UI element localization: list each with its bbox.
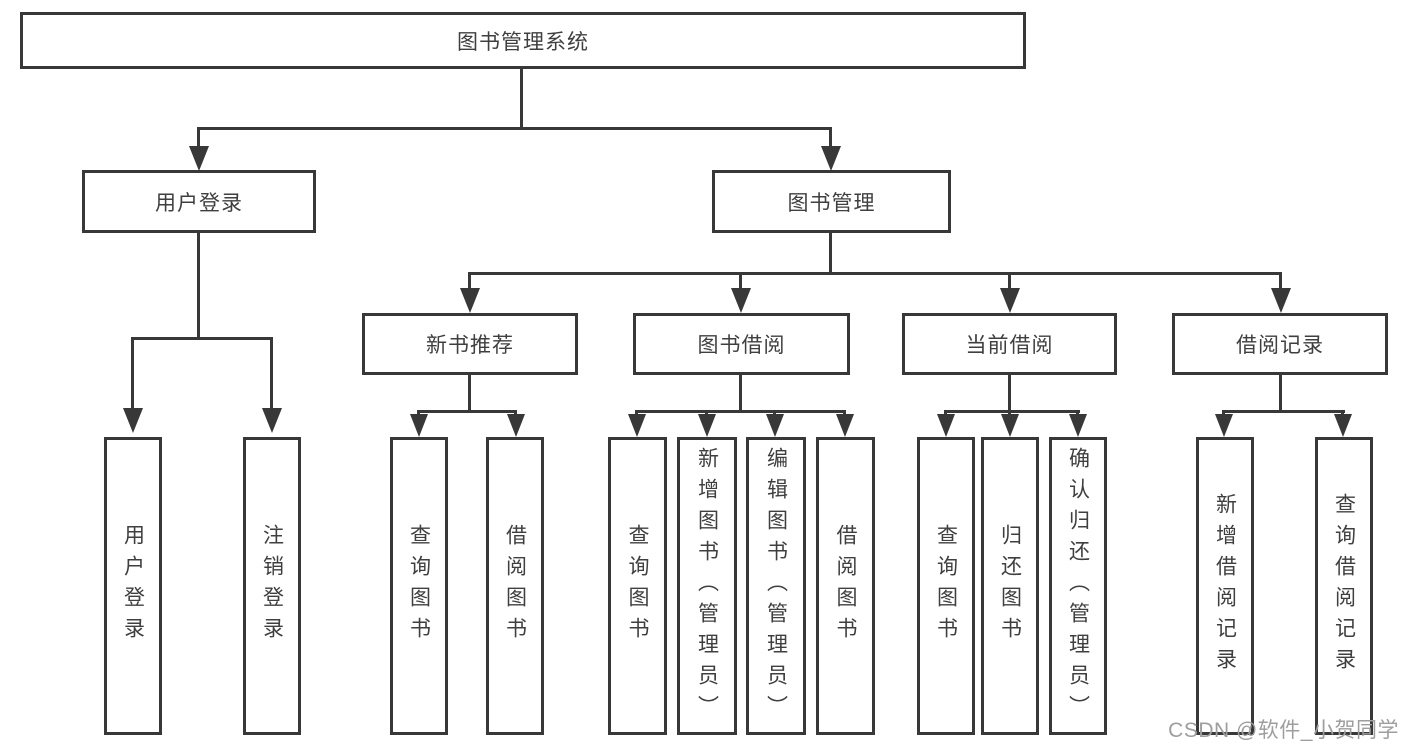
arrow-down-icon xyxy=(821,146,841,171)
connector-leaf-drop xyxy=(1222,410,1225,416)
connector-user-login-stem xyxy=(197,233,200,337)
leaf-label: 编辑图书（管理员） xyxy=(764,446,788,726)
leaf-borrow-books-recommend: 借阅图书 xyxy=(486,437,544,735)
connector-leaf-drop xyxy=(1008,410,1011,416)
arrow-down-icon xyxy=(123,408,143,433)
node-new-book-recommend: 新书推荐 xyxy=(362,313,578,375)
node-label: 当前借阅 xyxy=(965,334,1054,357)
connector-leaf-drop xyxy=(944,410,947,416)
node-book-management: 图书管理 xyxy=(712,170,951,233)
connector-level3-drop xyxy=(739,272,742,289)
connector-new-book-rail xyxy=(417,410,517,413)
connector-new-book-stem xyxy=(468,375,471,410)
leaf-add-borrow-record: 新增借阅记录 xyxy=(1196,437,1254,735)
leaf-logout: 注销登录 xyxy=(243,437,301,735)
leaf-query-books-recommend: 查询图书 xyxy=(390,437,448,735)
arrow-down-icon xyxy=(460,288,480,313)
connector-leaf-drop xyxy=(514,410,517,416)
node-library-management-system: 图书管理系统 xyxy=(20,12,1026,69)
connector-current-borrow-stem xyxy=(1008,375,1011,410)
arrow-down-icon xyxy=(1215,414,1233,437)
connector-leaf-drop xyxy=(1076,410,1079,416)
connector-leaf-drop xyxy=(843,410,846,416)
arrow-down-icon xyxy=(189,146,209,171)
leaf-query-borrow-record: 查询借阅记录 xyxy=(1315,437,1373,735)
arrow-down-icon xyxy=(731,288,751,313)
connector-leaf-drop xyxy=(131,337,134,409)
leaf-user-login: 用户登录 xyxy=(104,437,162,735)
arrow-down-icon xyxy=(1334,414,1352,437)
connector-leaf-drop xyxy=(417,410,420,416)
leaf-label: 借阅图书 xyxy=(834,524,857,648)
leaf-edit-books-admin: 编辑图书（管理员） xyxy=(746,437,806,735)
leaf-label: 查询图书 xyxy=(626,524,649,648)
arrow-down-icon xyxy=(507,414,525,437)
arrow-down-icon xyxy=(698,414,716,437)
leaf-add-books-admin: 新增图书（管理员） xyxy=(677,437,737,735)
connector-leaf-drop xyxy=(270,337,273,409)
leaf-query-books-current: 查询图书 xyxy=(917,437,975,735)
leaf-query-books-borrow: 查询图书 xyxy=(608,437,667,735)
node-current-borrow: 当前借阅 xyxy=(902,313,1117,375)
node-label: 图书借阅 xyxy=(697,334,786,357)
leaf-label: 查询图书 xyxy=(934,524,958,648)
arrow-down-icon xyxy=(1001,414,1019,437)
connector-book-mgmt-stem xyxy=(829,233,832,272)
arrow-down-icon xyxy=(1271,288,1291,313)
connector-level3-drop xyxy=(468,272,471,289)
leaf-borrow-books: 借阅图书 xyxy=(816,437,875,735)
connector-leaf-drop xyxy=(705,410,708,416)
connector-user-login-rail xyxy=(131,337,273,340)
connector-book-mgmt-rail xyxy=(469,272,1282,275)
leaf-label: 用户登录 xyxy=(121,524,145,648)
leaf-label: 查询借阅记录 xyxy=(1332,493,1356,679)
leaf-label: 查询图书 xyxy=(407,524,431,648)
node-label: 图书管理 xyxy=(787,191,876,215)
leaf-label: 归还图书 xyxy=(998,524,1022,648)
arrow-down-icon xyxy=(937,414,955,437)
leaf-label: 借阅图书 xyxy=(503,524,527,648)
connector-level3-drop xyxy=(1279,272,1282,289)
arrow-down-icon xyxy=(1069,414,1087,437)
arrow-down-icon xyxy=(262,408,282,433)
connector-leaf-drop xyxy=(773,410,776,416)
connector-leaf-drop xyxy=(1341,410,1344,416)
connector-borrow-records-rail xyxy=(1222,410,1345,413)
csdn-watermark: CSDN @软件_小贺同学 xyxy=(1168,719,1399,742)
node-user-login: 用户登录 xyxy=(82,170,316,233)
leaf-label: 确认归还（管理员） xyxy=(1066,446,1090,726)
node-label: 借阅记录 xyxy=(1236,334,1324,357)
node-label: 图书管理系统 xyxy=(457,30,589,54)
connector-level3-drop xyxy=(1008,272,1011,289)
connector-current-borrow-rail xyxy=(944,410,1080,413)
node-label: 用户登录 xyxy=(155,191,243,215)
arrow-down-icon xyxy=(766,414,784,437)
node-label: 新书推荐 xyxy=(426,334,514,357)
arrow-down-icon xyxy=(628,414,646,437)
leaf-label: 注销登录 xyxy=(260,524,284,648)
node-borrow-records: 借阅记录 xyxy=(1172,313,1388,375)
connector-user-login-drop xyxy=(197,127,200,147)
connector-book-borrow-rail xyxy=(635,410,846,413)
connector-borrow-records-stem xyxy=(1279,375,1282,410)
connector-book-borrow-stem xyxy=(739,375,742,410)
connector-root-stem xyxy=(520,69,523,127)
arrow-down-icon xyxy=(410,414,428,437)
arrow-down-icon xyxy=(836,414,854,437)
connector-leaf-drop xyxy=(635,410,638,416)
leaf-label: 新增借阅记录 xyxy=(1213,493,1237,679)
connector-book-mgmt-drop xyxy=(829,127,832,147)
connector-root-rail xyxy=(197,127,832,130)
leaf-confirm-return-admin: 确认归还（管理员） xyxy=(1049,437,1107,735)
leaf-return-books: 归还图书 xyxy=(981,437,1039,735)
node-book-borrow: 图书借阅 xyxy=(633,313,850,375)
leaf-label: 新增图书（管理员） xyxy=(695,446,719,726)
arrow-down-icon xyxy=(1000,288,1020,313)
